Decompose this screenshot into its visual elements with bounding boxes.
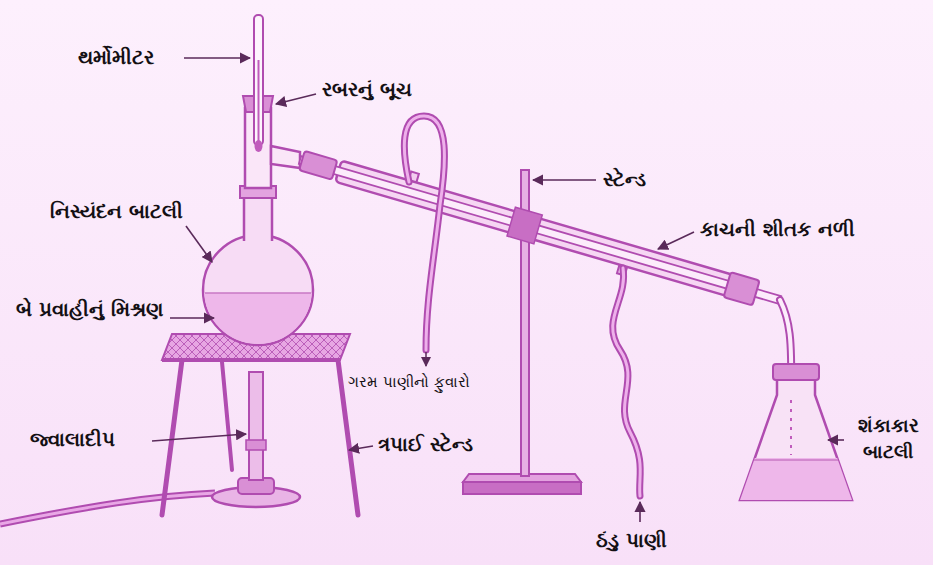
- liquid-surface: [205, 292, 311, 294]
- leader-line: [152, 434, 246, 441]
- leader-line: [533, 179, 596, 181]
- gas-hose: [0, 493, 215, 524]
- leader-line: [349, 446, 373, 450]
- part-label: બે પ્રવાહીનું મિશ્રણ: [16, 296, 168, 323]
- hot-water-hose-core: [404, 116, 444, 350]
- air-regulator: [246, 440, 266, 450]
- thermometer: [254, 15, 263, 152]
- cold-water-hose-core: [613, 268, 641, 496]
- stand-clamp: [507, 207, 542, 244]
- part-label: થર્મોમીટર: [78, 44, 154, 71]
- part-label: કાચની શીતક નળી: [700, 216, 855, 243]
- stand-base: [463, 482, 581, 494]
- thermometer-column: [258, 60, 260, 142]
- burner-tube: [249, 372, 263, 480]
- part-label: ત્રપાઈ સ્ટેન્ડ: [378, 431, 473, 458]
- thermometer-bulb: [255, 140, 263, 152]
- burner: [212, 372, 300, 507]
- part-label: નિસ્યંદન બાટલી: [50, 198, 183, 225]
- part-label: ઠંડુ પાણી: [596, 527, 667, 554]
- distillate-surface: [754, 459, 838, 461]
- hot-water-hose: [404, 116, 444, 350]
- conical-flask: [730, 364, 860, 503]
- part-label: સ્ટેન્ડ: [603, 166, 646, 193]
- gas-hose-core: [0, 493, 215, 524]
- leader-line: [186, 226, 212, 262]
- tripod-top: [162, 358, 340, 362]
- part-label: રબરનું બૂચ: [322, 76, 412, 103]
- thermometer-stem: [254, 15, 263, 145]
- drops: [790, 400, 792, 455]
- tripod-leg: [222, 362, 232, 470]
- leader-line: [639, 502, 641, 522]
- cold-water-hose: [613, 268, 641, 496]
- tripod-leg: [162, 360, 182, 515]
- distillate: [730, 458, 860, 503]
- water-flow-arrow: [425, 352, 427, 366]
- part-label: શંકાકાર બાટલી: [847, 413, 929, 464]
- leader-line: [658, 232, 694, 249]
- leader-line: [276, 94, 316, 104]
- leader-line: [828, 439, 844, 441]
- leader-line: [170, 317, 214, 319]
- condenser-cork: [724, 272, 760, 305]
- flask-cork: [773, 364, 819, 380]
- leader-line: [184, 57, 250, 59]
- part-label: જ્વાલાદીપ: [30, 426, 115, 453]
- condenser-jacket: [335, 161, 740, 298]
- part-label: ગરમ પાણીનો ફુવારો: [348, 372, 470, 392]
- liquid-mixture: [200, 293, 320, 353]
- side-arm: [271, 146, 300, 168]
- leader-lines: [152, 58, 844, 522]
- condenser-cork: [299, 151, 337, 180]
